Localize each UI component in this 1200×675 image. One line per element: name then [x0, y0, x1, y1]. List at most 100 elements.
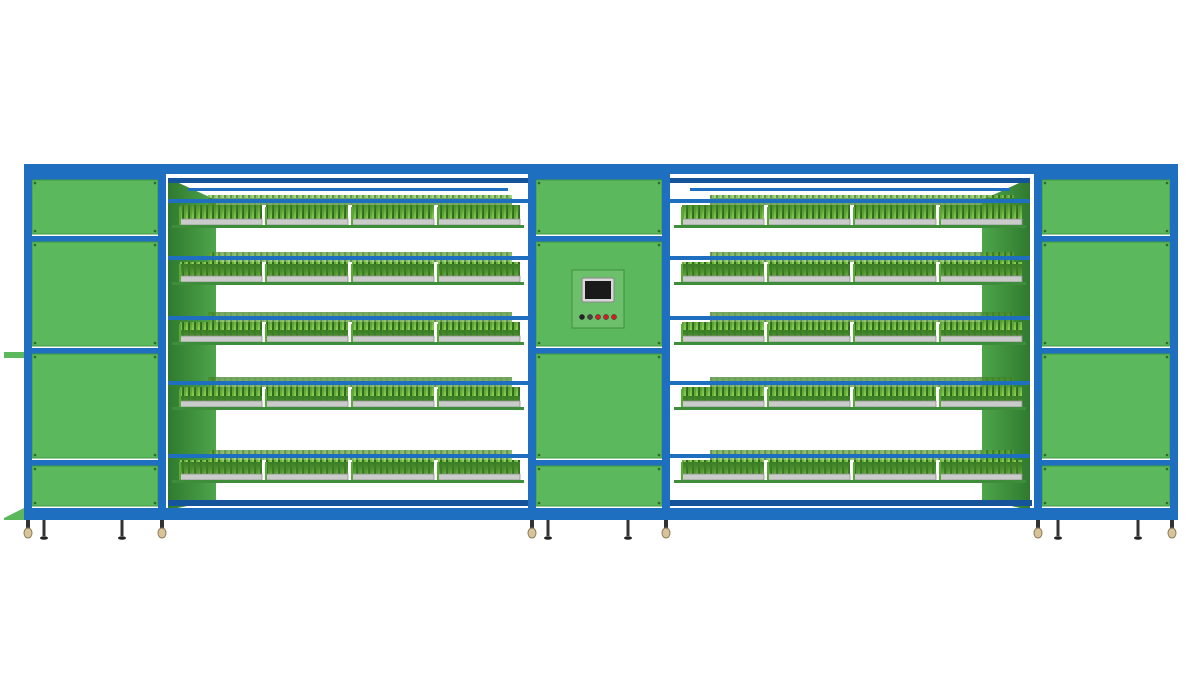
panel-screw — [153, 501, 157, 505]
bay-top-rail — [670, 178, 1030, 183]
grass-tray — [438, 262, 520, 278]
caster-stem — [26, 520, 30, 530]
column-crossbar — [528, 460, 670, 466]
panel-screw — [153, 243, 157, 247]
panel-layer — [4, 164, 1178, 520]
column-post-right — [158, 164, 166, 520]
tray-lip — [437, 275, 521, 283]
tray-lip — [939, 275, 1023, 283]
grass-tray — [682, 322, 764, 338]
tray-lip — [179, 218, 263, 226]
shelf-support — [172, 282, 524, 285]
tray-lip — [351, 400, 435, 408]
grass-tray — [352, 322, 434, 338]
tray-lip — [853, 400, 937, 408]
shelf-support — [172, 407, 524, 410]
tray-lip — [767, 473, 851, 481]
leveler-stem — [546, 520, 550, 536]
panel-screw — [33, 355, 37, 359]
tray-lip — [681, 335, 765, 343]
grass-tray — [352, 387, 434, 403]
tray-lip — [939, 473, 1023, 481]
panel-screw — [33, 341, 37, 345]
panel-screw — [33, 181, 37, 185]
grass-tray — [180, 205, 262, 221]
column-post-right — [662, 164, 670, 520]
panel-screw — [537, 467, 541, 471]
side-ledge-lower — [4, 508, 24, 520]
tray-lip — [437, 335, 521, 343]
grass-tray — [940, 262, 1022, 278]
panel-screw — [153, 181, 157, 185]
grass-tray — [940, 387, 1022, 403]
panel-screw — [657, 453, 661, 457]
tray-lip — [853, 473, 937, 481]
green-panel — [31, 353, 159, 459]
grass-tray — [438, 387, 520, 403]
grass-tray — [940, 205, 1022, 221]
grass-tray — [180, 262, 262, 278]
panel-screw — [1165, 467, 1169, 471]
panel-screw — [537, 355, 541, 359]
leveler-pad — [1134, 536, 1142, 540]
panel-screw — [537, 181, 541, 185]
column-crossbar — [528, 348, 670, 354]
green-panel — [31, 465, 159, 507]
tray-lip — [767, 400, 851, 408]
column-crossbar — [528, 174, 670, 180]
panel-screw — [537, 341, 541, 345]
green-panel — [1041, 353, 1171, 459]
grass-tray — [266, 460, 348, 476]
grass-tray — [180, 322, 262, 338]
tray-lip — [351, 275, 435, 283]
tray-layer — [168, 195, 1030, 483]
grass-tray — [768, 387, 850, 403]
bay-top-rail — [168, 178, 528, 183]
bay-floor-right — [670, 500, 1032, 506]
tray-lip — [265, 218, 349, 226]
shelf-rail — [168, 316, 528, 320]
tray-lip — [179, 335, 263, 343]
panel-screw — [1165, 453, 1169, 457]
grass-tray — [682, 387, 764, 403]
leveler-pad — [544, 536, 552, 540]
panel-screw — [1043, 229, 1047, 233]
grass-tray — [854, 205, 936, 221]
panel-screw — [1165, 181, 1169, 185]
panel-screw — [537, 453, 541, 457]
column-crossbar — [528, 236, 670, 242]
control-panel — [571, 269, 625, 329]
shelf-rail — [168, 454, 528, 458]
caster-wheel — [661, 527, 671, 539]
panel-screw — [537, 243, 541, 247]
shelf-rail — [670, 199, 1030, 203]
bottom-beam — [24, 508, 1178, 520]
tray-lip — [179, 473, 263, 481]
shelf-rail — [670, 381, 1030, 385]
green-panel — [535, 465, 663, 507]
panel-screw — [33, 467, 37, 471]
shelf-support — [674, 342, 1026, 345]
grass-tray — [854, 262, 936, 278]
panel-screw — [33, 453, 37, 457]
grass-tray — [352, 262, 434, 278]
panel-screw — [1043, 501, 1047, 505]
grass-tray — [352, 205, 434, 221]
column-crossbar — [1034, 174, 1178, 180]
tray-lip — [767, 335, 851, 343]
green-panel — [1041, 241, 1171, 347]
panel-screw — [1043, 355, 1047, 359]
shelf-rail — [670, 316, 1030, 320]
panel-screw — [153, 453, 157, 457]
caster-wheel — [527, 527, 537, 539]
column-crossbar — [24, 236, 166, 242]
leveler-stem — [1056, 520, 1060, 536]
control-button — [587, 314, 593, 320]
tray-lip — [939, 218, 1023, 226]
caster-wheel — [1033, 527, 1043, 539]
panel-screw — [1165, 243, 1169, 247]
grass-tray — [438, 460, 520, 476]
caster-stem — [1170, 520, 1174, 530]
